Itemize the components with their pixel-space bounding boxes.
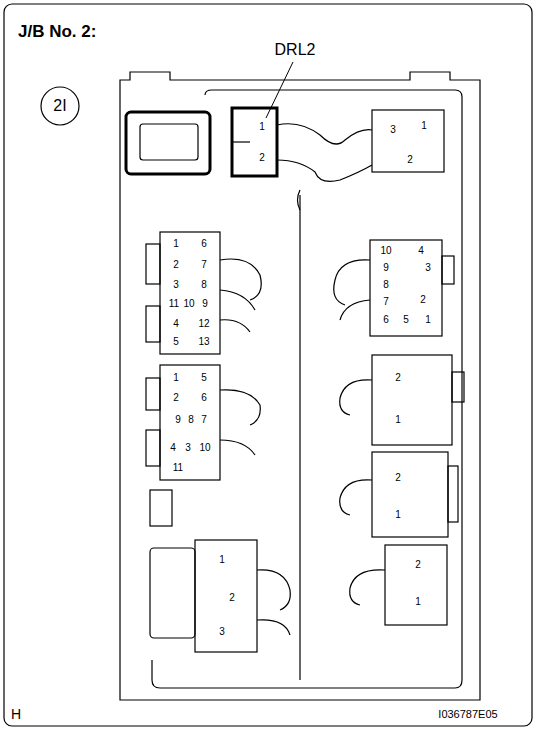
pin-number: 6	[200, 239, 208, 249]
pin-number: 7	[382, 297, 390, 307]
pin-number: 1	[218, 555, 226, 565]
connector	[195, 540, 257, 652]
pin-number: 6	[200, 393, 208, 403]
connector-tab	[442, 256, 454, 284]
pin-number: 2	[172, 260, 180, 270]
pin-number: 10	[182, 299, 195, 309]
pin-number: 2	[394, 473, 402, 483]
pin-number: 1	[420, 121, 428, 131]
pin-number: 2	[228, 593, 236, 603]
part-name: DRL2	[274, 42, 317, 58]
connector-code-circle: 2I	[40, 86, 80, 126]
pin-number: 3	[424, 263, 432, 273]
connector-tab	[146, 430, 160, 466]
drl2-connector	[232, 108, 277, 176]
figure-note: H	[10, 707, 22, 721]
pin-number: 4	[417, 246, 425, 256]
connector	[372, 452, 448, 537]
pin-number: 13	[197, 337, 210, 347]
pin-number: 2	[419, 295, 427, 305]
connector	[372, 355, 452, 445]
pin-number: 5	[172, 337, 180, 347]
pin-number: 1	[172, 373, 180, 383]
pin-number: 3	[172, 280, 180, 290]
pin-number: 11	[172, 463, 184, 473]
latch	[126, 112, 210, 174]
pin-number: 1	[258, 122, 266, 132]
leader-line	[266, 62, 293, 118]
pin-number: 4	[172, 319, 180, 329]
connector-tab	[146, 306, 160, 342]
figure-note: I036787E05	[437, 709, 498, 720]
pin-number: 10	[198, 443, 211, 453]
pin-number: 8	[382, 280, 390, 290]
pin-number: 7	[200, 260, 208, 270]
connector	[370, 240, 442, 336]
connector	[372, 110, 444, 172]
pin-number: 2	[406, 155, 414, 165]
pin-number: 9	[382, 263, 390, 273]
title: J/B No. 2:	[18, 22, 96, 42]
connector-code: 2I	[53, 97, 66, 115]
pin-number: 3	[184, 443, 192, 453]
block-housing	[120, 72, 480, 700]
pin-number: 2	[414, 560, 422, 570]
connector	[385, 545, 447, 625]
pin-number: 9	[201, 299, 209, 309]
pin-number: 1	[424, 315, 432, 325]
pin-number: 9	[174, 415, 182, 425]
pin-number: 7	[200, 415, 208, 425]
pin-number: 8	[187, 415, 195, 425]
pin-number: 1	[414, 597, 422, 607]
pin-number: 5	[402, 315, 410, 325]
pin-number: 3	[218, 627, 226, 637]
pin-number: 3	[389, 125, 397, 135]
connector-tab	[448, 466, 458, 522]
connector-tab	[146, 244, 160, 284]
pin-number: 1	[172, 239, 180, 249]
pin-number: 2	[258, 153, 266, 163]
connector-tab	[146, 378, 160, 410]
inner-frame	[152, 90, 462, 688]
pin-number: 6	[382, 315, 390, 325]
connector	[160, 232, 220, 354]
pin-number: 8	[200, 280, 208, 290]
pin-number: 12	[197, 319, 210, 329]
latch	[140, 124, 198, 160]
figure-frame	[4, 4, 532, 726]
pin-number: 11	[168, 299, 180, 309]
connector-tab	[150, 548, 195, 638]
pin-number: 2	[394, 373, 402, 383]
pin-number: 1	[394, 510, 402, 520]
pin-number: 1	[394, 415, 402, 425]
pin-number: 2	[172, 393, 180, 403]
clip	[150, 490, 172, 526]
connector	[160, 365, 220, 480]
pin-number: 10	[379, 246, 392, 256]
connector-tab	[452, 372, 464, 402]
pin-number: 5	[200, 373, 208, 383]
pin-number: 4	[169, 443, 177, 453]
